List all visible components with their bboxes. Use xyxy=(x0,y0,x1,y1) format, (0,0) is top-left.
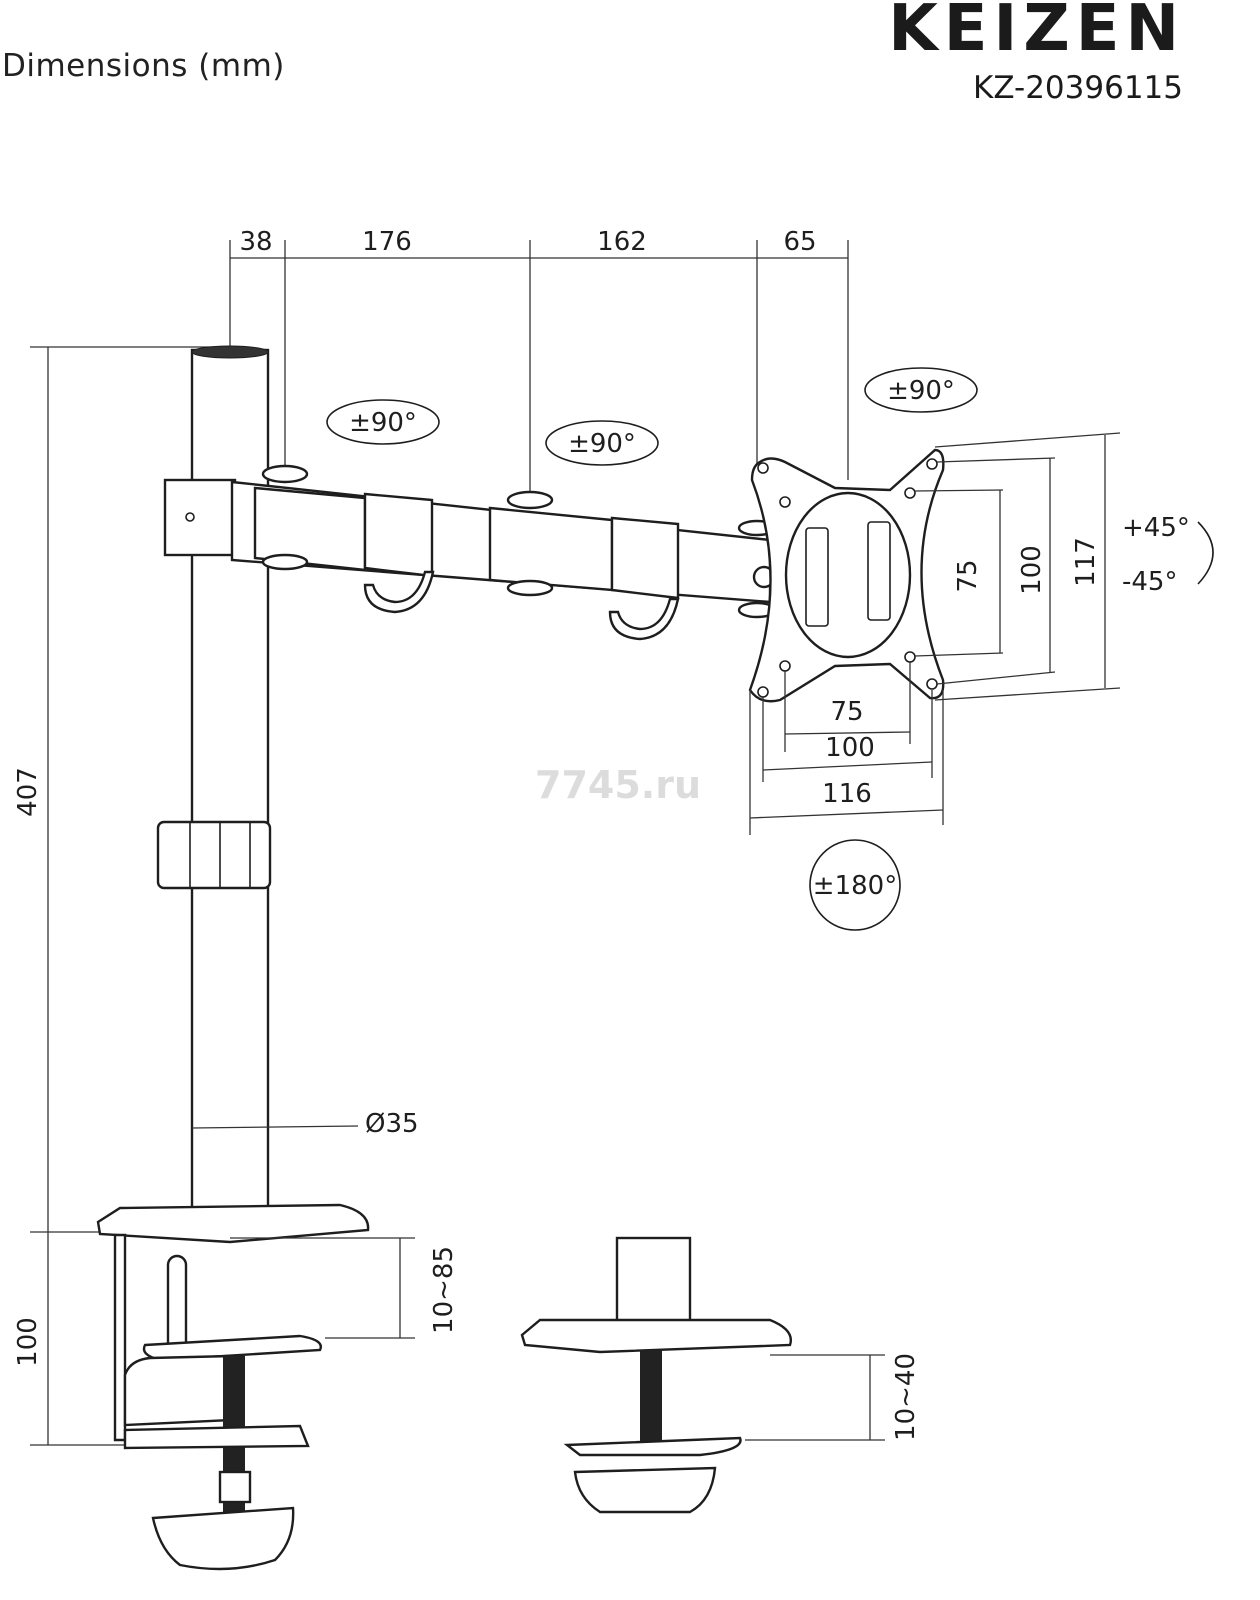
rotation-arm1: ±90° xyxy=(349,408,417,438)
dim-65: 65 xyxy=(783,227,816,257)
grommet-mount: 10~40 xyxy=(520,1236,921,1514)
vesa-plate xyxy=(748,448,945,703)
vesa-dimensions: 75 100 117 75 100 116 xyxy=(749,432,1121,835)
rotation-indicators: ±90° ±90° ±90° ±180° +45° -45° xyxy=(326,367,1214,931)
dim-162: 162 xyxy=(597,227,647,257)
vesa-h-100: 100 xyxy=(825,733,875,763)
dim-176: 176 xyxy=(362,227,412,257)
desk-clamp: 10~85 xyxy=(96,1203,459,1571)
dim-407: 407 xyxy=(13,767,43,817)
rotation-arrow-icon xyxy=(864,367,978,413)
watermark: 7745.ru xyxy=(535,763,701,807)
rotation-arrow-icon xyxy=(545,420,659,466)
vesa-v-100: 100 xyxy=(1017,545,1047,595)
pole-diameter: Ø35 xyxy=(365,1109,419,1139)
vesa-v-117: 117 xyxy=(1071,537,1101,587)
dim-38: 38 xyxy=(239,227,272,257)
brand-logo: KEIZEN xyxy=(888,0,1185,66)
vesa-h-75: 75 xyxy=(830,697,863,727)
dim-100-clamp: 100 xyxy=(13,1317,43,1367)
top-dimension-chain: 38 176 162 65 xyxy=(229,227,849,495)
rotation-180: ±180° xyxy=(813,871,897,901)
vesa-v-75: 75 xyxy=(953,559,983,592)
rotation-head: ±90° xyxy=(887,376,955,406)
tilt-arrow-icon xyxy=(1197,521,1214,585)
rotation-arrow-icon xyxy=(326,399,440,445)
model-number: KZ-20396115 xyxy=(973,70,1183,106)
rotation-arm2: ±90° xyxy=(568,429,636,459)
grommet-range: 10~40 xyxy=(891,1353,921,1441)
arm xyxy=(163,464,777,641)
vesa-h-116: 116 xyxy=(822,779,872,809)
rotation-arrow-icon xyxy=(809,839,901,931)
tilt-down: -45° xyxy=(1122,567,1177,597)
clamp-range: 10~85 xyxy=(429,1246,459,1334)
diagram-title: Dimensions (mm) xyxy=(2,48,285,84)
height-dimensions: 407 100 xyxy=(13,346,230,1446)
tilt-up: +45° xyxy=(1122,513,1190,543)
